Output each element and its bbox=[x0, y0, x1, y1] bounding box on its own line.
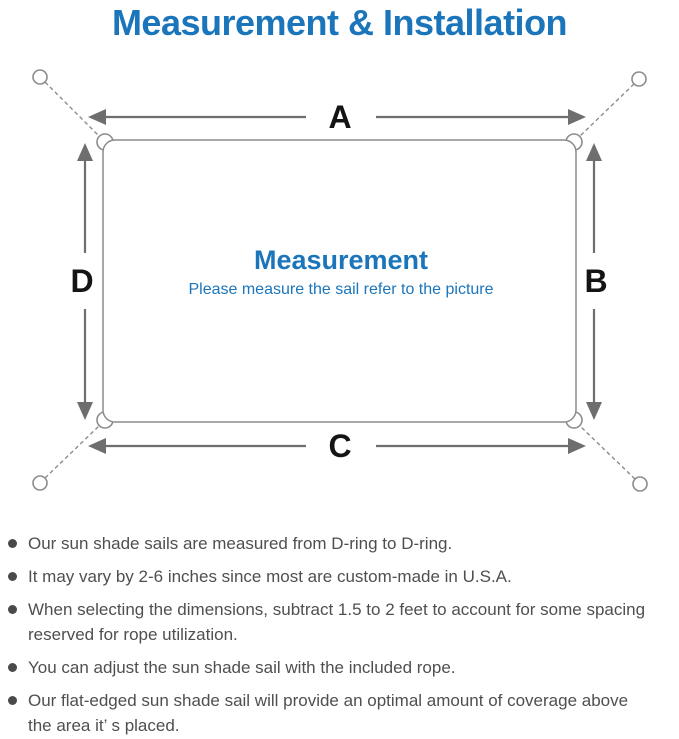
note-text: the area it’ s placed. bbox=[28, 716, 180, 735]
dashed-rope-top-right bbox=[579, 83, 635, 137]
dimension-label-a: A bbox=[328, 99, 351, 135]
list-item: When selecting the dimensions, subtract … bbox=[0, 597, 679, 647]
note-text: reserved for rope utilization. bbox=[28, 625, 238, 644]
anchor-point-bottom-right bbox=[632, 476, 648, 492]
page-title: Measurement & Installation bbox=[111, 2, 568, 43]
bullet-icon bbox=[8, 605, 17, 614]
note-text: When selecting the dimensions, subtract … bbox=[28, 600, 646, 619]
list-item: It may vary by 2-6 inches since most are… bbox=[0, 564, 679, 589]
sail-outline bbox=[102, 139, 577, 423]
diagram-center-subtitle: Please measure the sail refer to the pic… bbox=[188, 281, 493, 298]
measurement-diagram: A C D B Measurement Please measure the s… bbox=[32, 69, 648, 492]
anchor-point-top-left bbox=[32, 69, 48, 85]
anchor-point-top-right bbox=[631, 71, 647, 87]
note-text: It may vary by 2-6 inches since most are… bbox=[28, 567, 512, 586]
bullet-icon bbox=[8, 663, 17, 672]
list-item: You can adjust the sun shade sail with t… bbox=[0, 655, 679, 680]
list-item: Our flat-edged sun shade sail will provi… bbox=[0, 688, 679, 738]
dimension-arrow-b bbox=[586, 143, 602, 420]
dimension-label-b: B bbox=[584, 263, 607, 299]
note-text: Our flat-edged sun shade sail will provi… bbox=[28, 691, 629, 710]
dashed-rope-bottom-right bbox=[579, 425, 636, 480]
bullet-icon bbox=[8, 539, 17, 548]
bullet-icon bbox=[8, 696, 17, 705]
dashed-rope-bottom-left bbox=[44, 425, 100, 479]
dimension-arrow-d bbox=[77, 143, 93, 420]
dimension-label-d: D bbox=[70, 263, 93, 299]
diagram-center-title: Measurement bbox=[254, 245, 428, 275]
dimension-arrow-c bbox=[88, 438, 586, 454]
bullet-icon bbox=[8, 572, 17, 581]
dimension-label-c: C bbox=[328, 428, 351, 464]
anchor-point-bottom-left bbox=[32, 475, 48, 491]
dashed-rope-top-left bbox=[44, 81, 100, 137]
notes-list: Our sun shade sails are measured from D-… bbox=[0, 531, 679, 739]
list-item: Our sun shade sails are measured from D-… bbox=[0, 531, 679, 556]
dimension-arrow-a bbox=[88, 109, 586, 125]
note-text: Our sun shade sails are measured from D-… bbox=[28, 534, 453, 553]
note-text: You can adjust the sun shade sail with t… bbox=[28, 658, 456, 677]
